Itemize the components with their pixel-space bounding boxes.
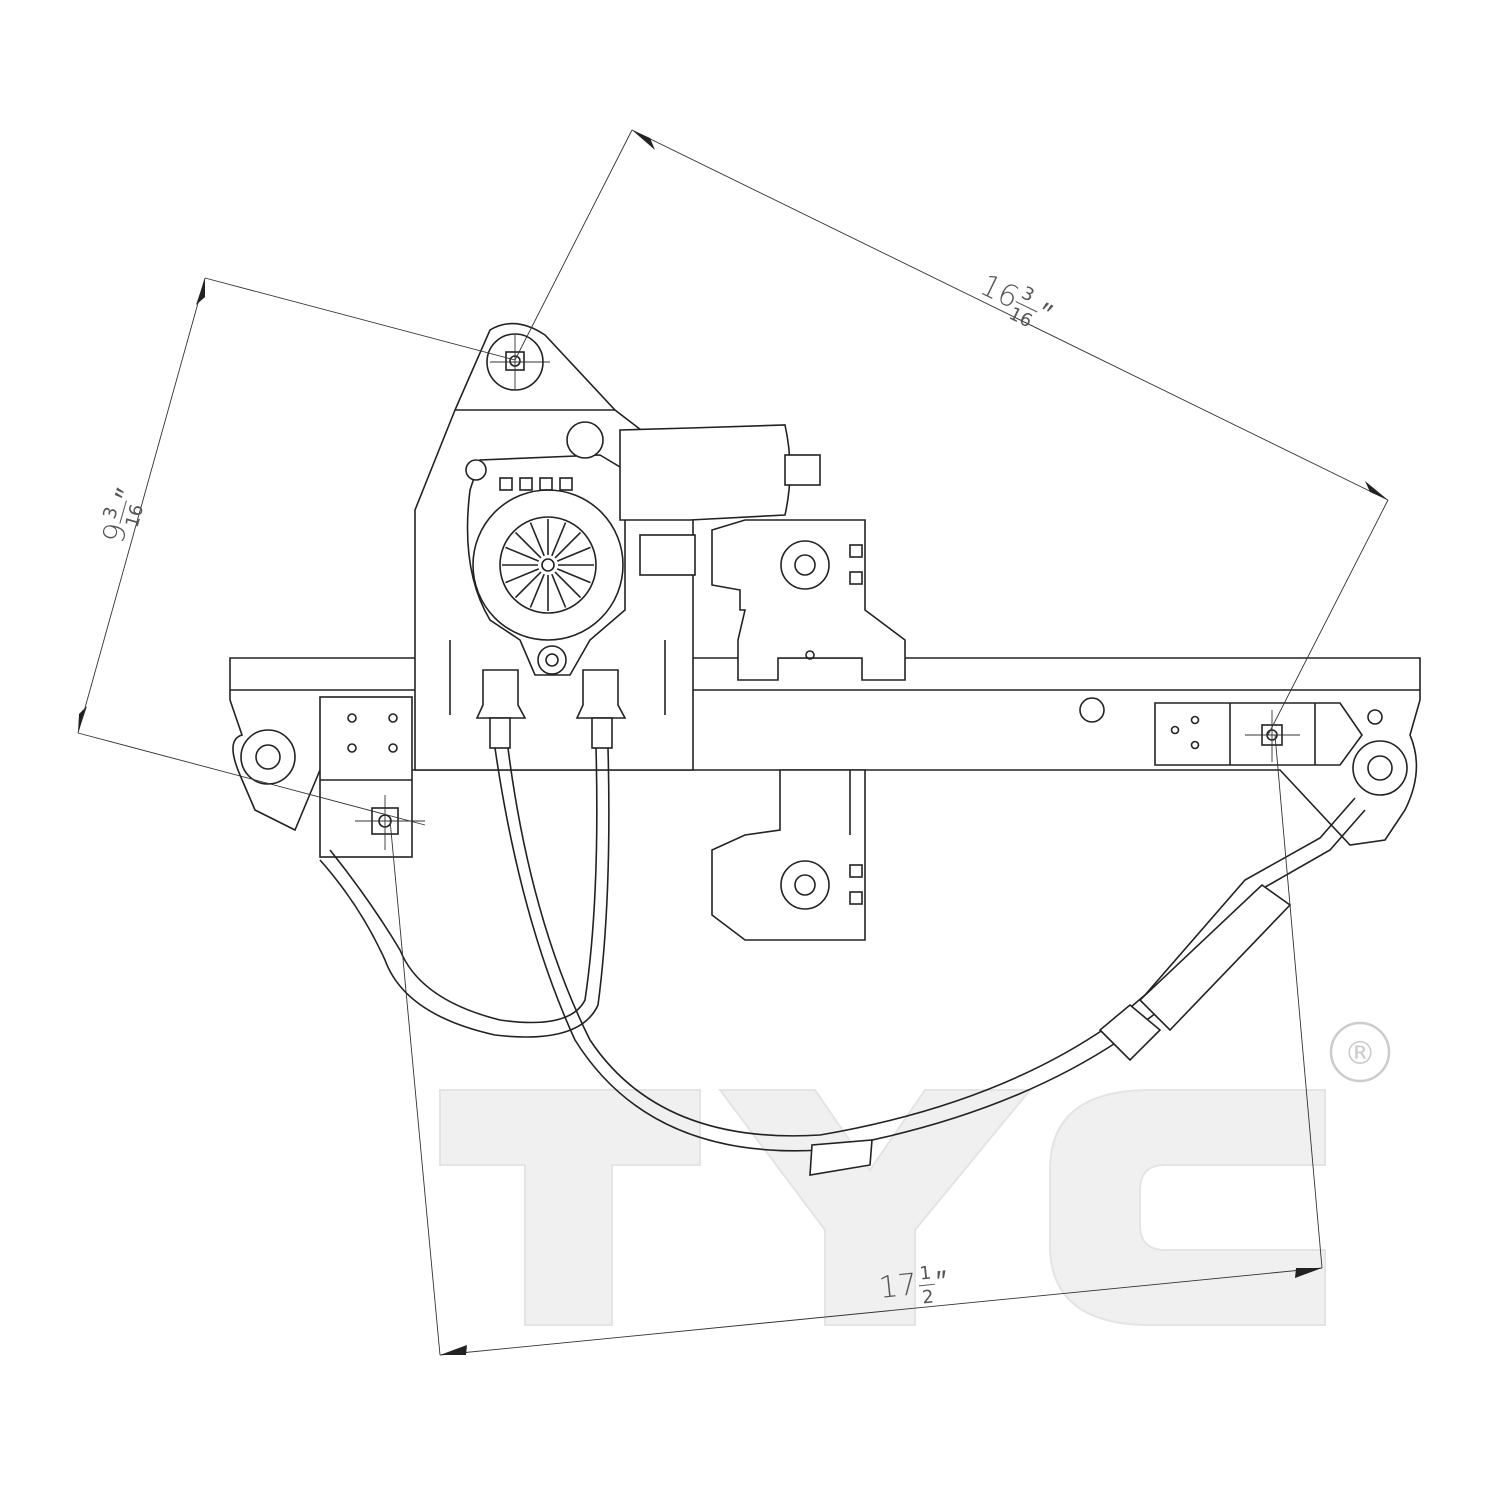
motor-assembly bbox=[465, 421, 821, 676]
svg-text:16: 16 bbox=[122, 502, 149, 530]
gear-spoke bbox=[514, 531, 542, 559]
tyc-logo-watermark: ® bbox=[439, 1021, 1391, 1326]
gear-spoke bbox=[551, 573, 567, 608]
svg-text:″: ″ bbox=[935, 1264, 950, 1300]
gear-spoke bbox=[529, 522, 545, 557]
right-bracket bbox=[1154, 702, 1363, 766]
gear-spoke bbox=[505, 568, 540, 584]
left-bracket bbox=[319, 696, 413, 858]
svg-text:1: 1 bbox=[919, 1263, 933, 1285]
dimension-height-label: 9 3 16 ″ bbox=[96, 485, 149, 548]
svg-text:2: 2 bbox=[921, 1286, 935, 1308]
cable-connectors bbox=[475, 669, 627, 749]
svg-text:3: 3 bbox=[99, 505, 122, 522]
gear-spoke bbox=[514, 571, 542, 599]
registered-mark: ® bbox=[1344, 1034, 1376, 1072]
gear-spoke bbox=[505, 546, 540, 562]
gear-spoke bbox=[554, 571, 582, 599]
dimension-width-label: 17 1 2 ″ bbox=[877, 1263, 950, 1309]
gear-spoke bbox=[529, 573, 545, 608]
cables bbox=[319, 747, 1366, 1176]
upper-slider bbox=[711, 519, 906, 681]
lower-slider bbox=[711, 769, 866, 941]
svg-text:17: 17 bbox=[877, 1267, 919, 1306]
dimension-lines bbox=[77, 129, 1389, 1356]
gear-spoke bbox=[551, 522, 567, 557]
svg-text:″: ″ bbox=[1032, 296, 1057, 332]
gear-spoke bbox=[556, 568, 591, 584]
dimension-diagonal-label: 16 3 16 ″ bbox=[974, 268, 1057, 332]
gear-spoke bbox=[554, 531, 582, 559]
gear-spoke bbox=[556, 546, 591, 562]
